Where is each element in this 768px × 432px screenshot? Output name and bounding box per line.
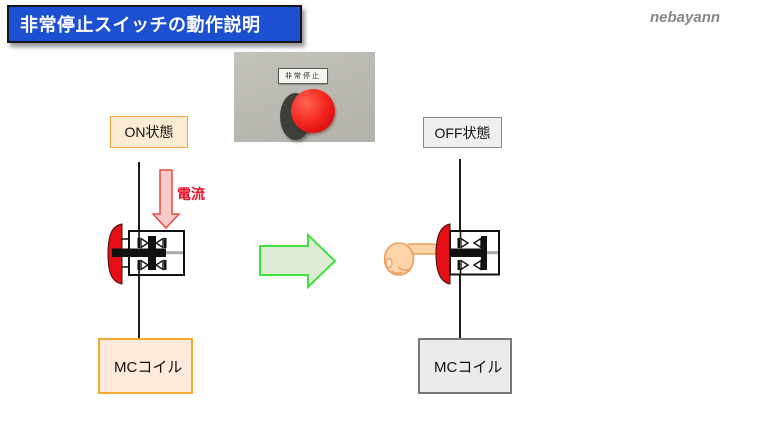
- off-state-label: OFF状態: [423, 117, 502, 148]
- button-cap-pressed: [435, 223, 451, 285]
- watermark: nebayann: [650, 9, 721, 26]
- title-banner: 非常停止スイッチの動作説明: [7, 5, 302, 43]
- switch-contacts-open-icon: [435, 223, 500, 285]
- on-state-label: ON状態: [110, 116, 188, 148]
- red-button-icon: [291, 89, 335, 133]
- off-state-text: OFF状態: [434, 124, 491, 141]
- mc-coil-label: MCコイル: [434, 358, 503, 376]
- mc-coil-box-off: MCコイル: [418, 338, 512, 394]
- current-flow-down-arrow-icon: [151, 169, 181, 230]
- on-state-text: ON状態: [124, 124, 174, 140]
- contact-bridge: [148, 236, 156, 270]
- mc-coil-label: MCコイル: [114, 358, 183, 376]
- mc-coil-box-on: MCコイル: [98, 338, 193, 394]
- plunger: [450, 248, 486, 257]
- page-title: 非常停止スイッチの動作説明: [20, 15, 261, 35]
- photo-nameplate: 非常停止: [278, 68, 328, 84]
- current-label: 電流: [177, 186, 205, 202]
- plunger: [112, 248, 166, 257]
- spring-rod: [166, 251, 183, 255]
- emergency-button-photo: 非常停止: [234, 52, 375, 142]
- contact-bridge: [481, 236, 487, 270]
- transition-right-arrow-icon: [259, 232, 337, 290]
- spring-rod: [486, 251, 498, 255]
- switch-contacts-closed-icon: [107, 223, 185, 285]
